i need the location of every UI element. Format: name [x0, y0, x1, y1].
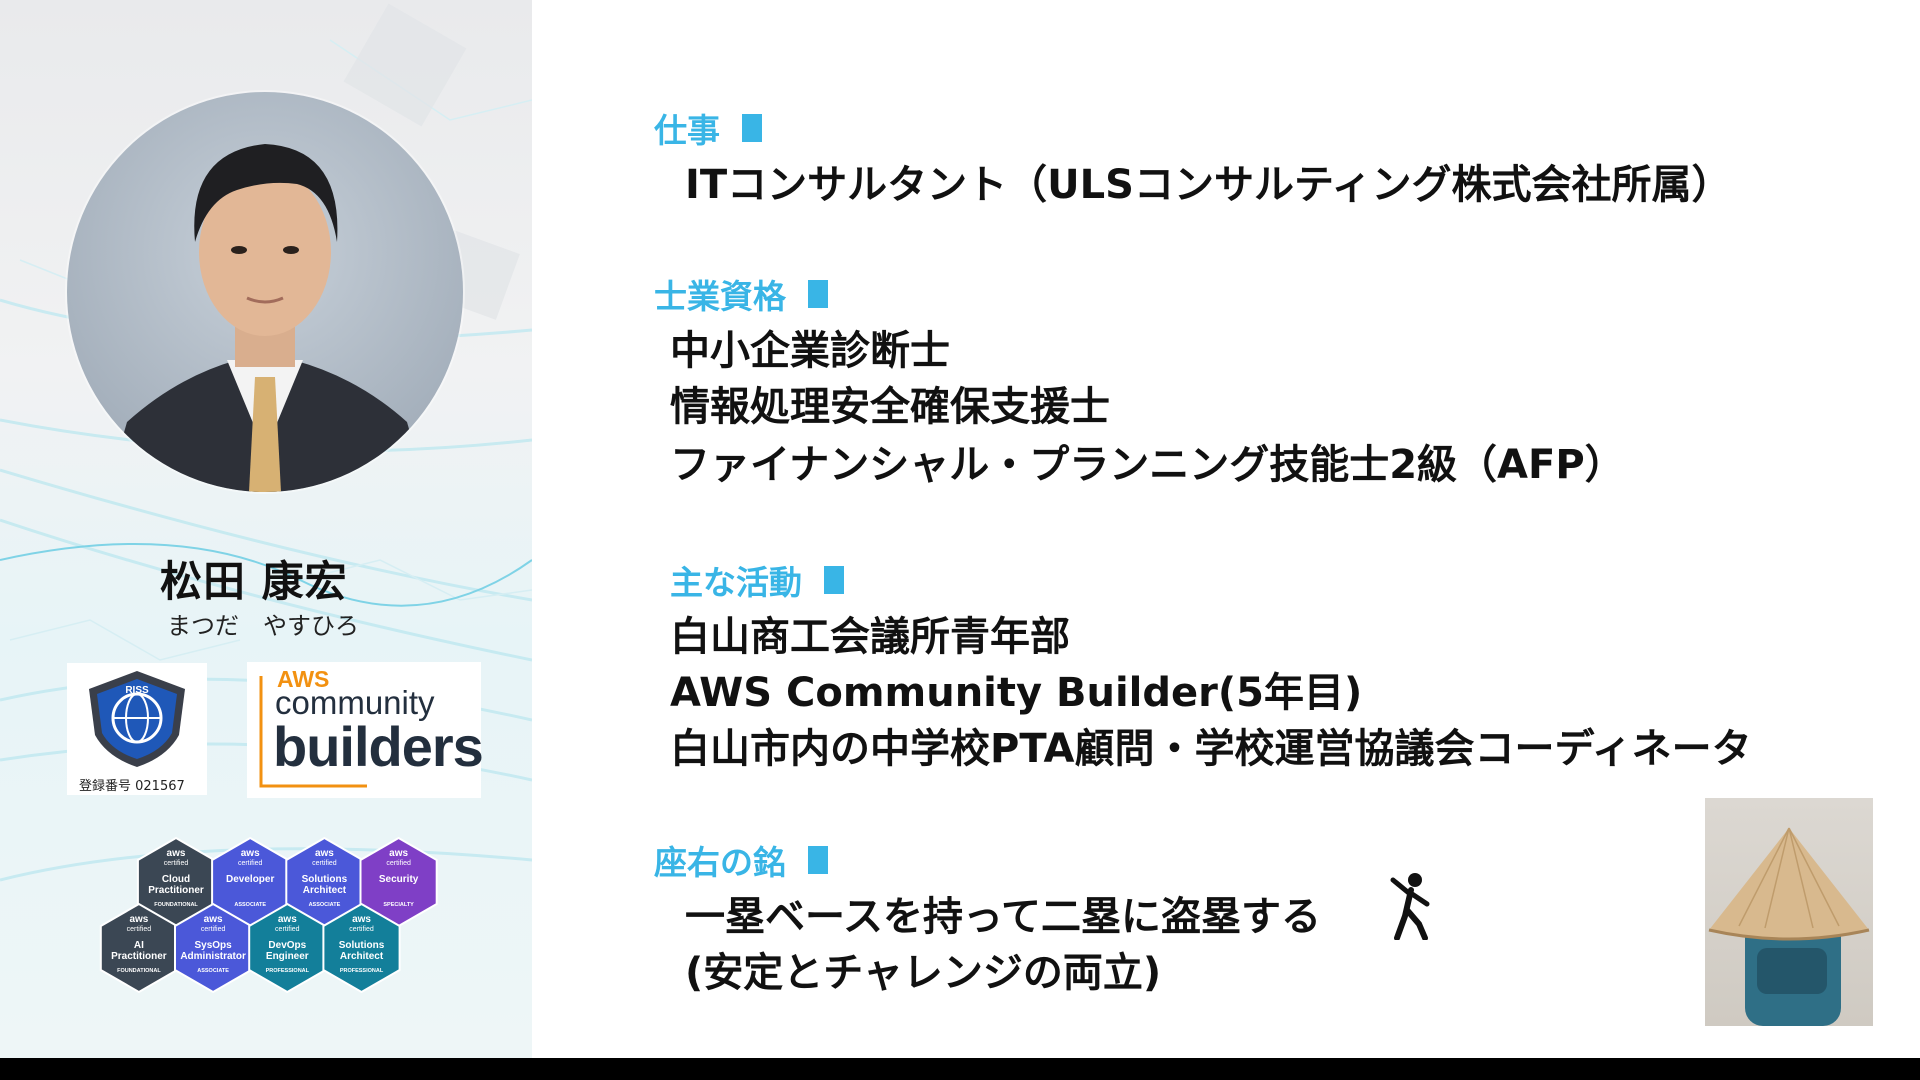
section-marker-icon [742, 114, 762, 142]
section-marker-icon [808, 846, 828, 874]
cert-badge-text: SysOps [194, 940, 232, 951]
section-marker-icon [824, 566, 844, 594]
section-marker-icon [808, 280, 828, 308]
cb-logo-community: community [275, 684, 435, 721]
activity-line-1: AWS Community Builder(5年目) [670, 670, 1363, 716]
cert-badge-text: Architect [340, 951, 384, 962]
cert-badge-text: Engineer [266, 951, 309, 962]
profile-panel: 松田 康宏 まつだ やすひろ RISS 登録番号 021567 AWS comm… [0, 0, 532, 1058]
cert-badge-text: aws [204, 914, 223, 925]
section-title-activities-text: 主な活動 [670, 563, 802, 602]
cert-badge-text: Developer [226, 874, 274, 885]
cert-badge-text: aws [167, 848, 186, 859]
cert-badge-text: certified [349, 926, 374, 933]
aws-community-builders-logo: AWS community builders [247, 662, 484, 798]
cert-badge-text: aws [129, 914, 148, 925]
cert-badge-text: FOUNDATIONAL [154, 902, 198, 908]
baseball-runner-icon [1390, 873, 1430, 940]
cert-badge-text: certified [238, 860, 263, 867]
activity-line-2: 白山市内の中学校PTA顧問・学校運営協議会コーディネータ [670, 726, 1752, 772]
aws-certification-badges: awscertifiedCloudPractitionerFOUNDATIONA… [99, 836, 438, 994]
cert-badge-text: Practitioner [148, 885, 204, 896]
cert-badge-text: certified [201, 926, 226, 933]
slide: 松田 康宏 まつだ やすひろ RISS 登録番号 021567 AWS comm… [0, 0, 1920, 1058]
section-title-qualifications: 士業資格 [654, 270, 828, 318]
cert-badge-text: ASSOCIATE [234, 902, 266, 908]
cert-badge-text: aws [315, 848, 334, 859]
cert-badge-text: Practitioner [111, 951, 167, 962]
cert-badge-text: certified [386, 860, 411, 867]
motto-line-1: (安定とチャレンジの両立) [685, 950, 1162, 996]
cert-badge-text: PROFESSIONAL [266, 968, 310, 974]
cert-badge-text: FOUNDATIONAL [117, 968, 161, 974]
cert-badge-text: ASSOCIATE [309, 902, 341, 908]
section-title-job-text: 仕事 [654, 111, 720, 150]
cert-badge: awscertifiedSolutionsArchitectPROFESSION… [322, 902, 401, 994]
cb-logo-builders: builders [273, 715, 484, 778]
section-title-job: 仕事 [654, 104, 762, 152]
cert-badge-text: Cloud [162, 874, 190, 885]
section-title-qualifications-text: 士業資格 [654, 277, 786, 316]
cert-badge-hexagon [322, 902, 401, 994]
cb-logo-bracket-icon [259, 676, 367, 788]
rissp-badge: RISS 登録番号 021567 [67, 663, 207, 795]
cert-badge-text: aws [278, 914, 297, 925]
person-name: 松田 康宏 [160, 557, 348, 606]
cert-badge-text: AI [134, 940, 144, 951]
cert-badge-text: aws [241, 848, 260, 859]
cert-badge-text: certified [275, 926, 300, 933]
cert-badge-text: aws [389, 848, 408, 859]
section-title-motto-text: 座右の銘 [654, 843, 786, 882]
job-line-0: ITコンサルタント（ULSコンサルティング株式会社所属） [685, 162, 1732, 208]
section-title-activities: 主な活動 [670, 556, 844, 604]
cert-badge-text: Architect [303, 885, 347, 896]
cb-logo-aws: AWS [277, 666, 330, 692]
activity-line-0: 白山商工会議所青年部 [670, 614, 1070, 660]
cert-badge-text: Administrator [180, 951, 246, 962]
cert-badge-text: ASSOCIATE [197, 968, 229, 974]
bottom-bar [0, 1058, 1920, 1080]
cert-badge-text: aws [352, 914, 371, 925]
profile-photo [67, 92, 463, 492]
cert-badge-text: certified [312, 860, 337, 867]
cert-badge-text: Solutions [302, 874, 348, 885]
section-title-motto: 座右の銘 [654, 836, 828, 884]
cert-badge-text: certified [164, 860, 189, 867]
cert-badge-text: Solutions [339, 940, 385, 951]
qualification-line-2: ファイナンシャル・プランニング技能士2級（AFP） [670, 442, 1625, 488]
cert-badge-text: Security [379, 874, 419, 885]
person-name-reading: まつだ やすひろ [167, 612, 359, 640]
cert-badge-text: certified [127, 926, 152, 933]
hat-backpack-illustration [1708, 827, 1870, 1026]
cert-badge-text: PROFESSIONAL [340, 968, 384, 974]
qualification-line-0: 中小企業診断士 [670, 328, 950, 374]
cert-badge-text: DevOps [268, 940, 306, 951]
rissp-shield-icon: RISS [89, 671, 185, 767]
rissp-logo-text: RISS [125, 685, 149, 696]
hat-backpack-photo [1705, 798, 1873, 1026]
rissp-registration-number: 登録番号 021567 [79, 779, 185, 794]
motto-line-0: 一塁ベースを持って二塁に盗塁する [685, 894, 1321, 940]
cert-badge-text: SPECIALTY [383, 902, 414, 908]
qualification-line-1: 情報処理安全確保支援士 [670, 384, 1110, 430]
person-illustration [107, 144, 427, 492]
